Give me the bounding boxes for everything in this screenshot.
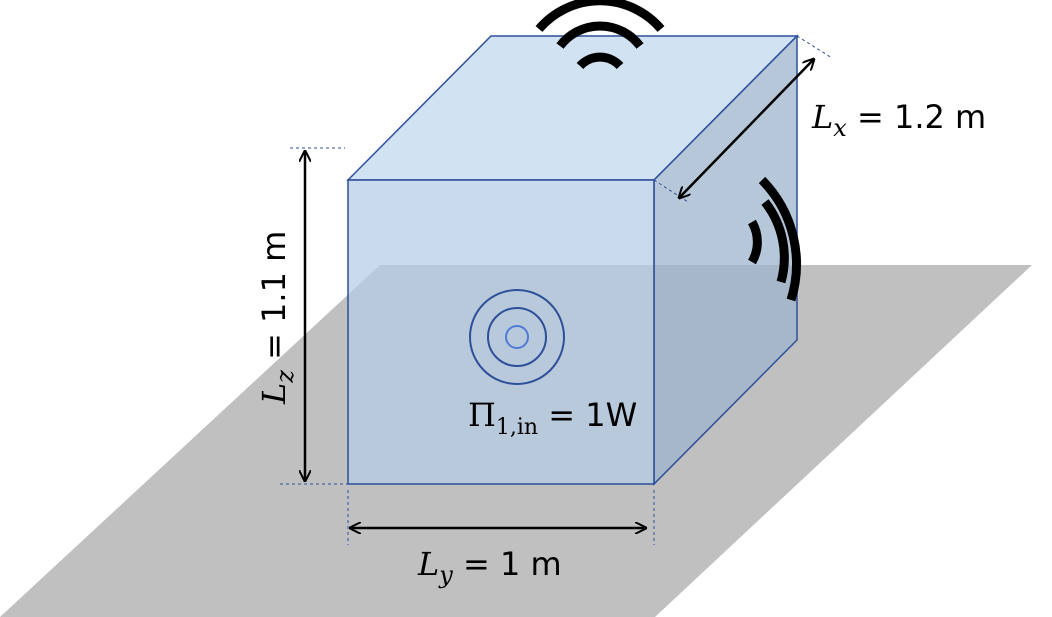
box-front-face [347, 179, 655, 485]
lz-symbol: L [255, 383, 293, 405]
dimension-guides [280, 35, 833, 545]
lx-subscript: x [833, 114, 847, 142]
source-ring-middle [487, 307, 547, 367]
source-ring-inner [505, 325, 529, 349]
lz-value: = 1.1 m [255, 231, 293, 370]
power-label: Π1,in = 1W [468, 396, 637, 440]
lz-label: Lz = 1.1 m [255, 231, 299, 405]
power-symbol: Π [468, 396, 496, 434]
ly-symbol: L [417, 545, 439, 583]
power-value: = 1W [538, 396, 637, 434]
source-ring-outer [469, 289, 565, 385]
power-subscript: 1,in [496, 415, 538, 440]
ly-label: Ly = 1 m [417, 545, 562, 589]
ly-value: = 1 m [453, 545, 562, 583]
lz-subscript: z [271, 370, 299, 384]
lx-value: = 1.2 m [847, 98, 986, 136]
ly-subscript: y [438, 561, 453, 589]
lx-arrow [679, 59, 814, 198]
lx-label: Lx = 1.2 m [811, 98, 986, 142]
sound-source [469, 289, 565, 385]
radiation-top-icon [535, 0, 665, 70]
lx-symbol: L [811, 98, 833, 136]
